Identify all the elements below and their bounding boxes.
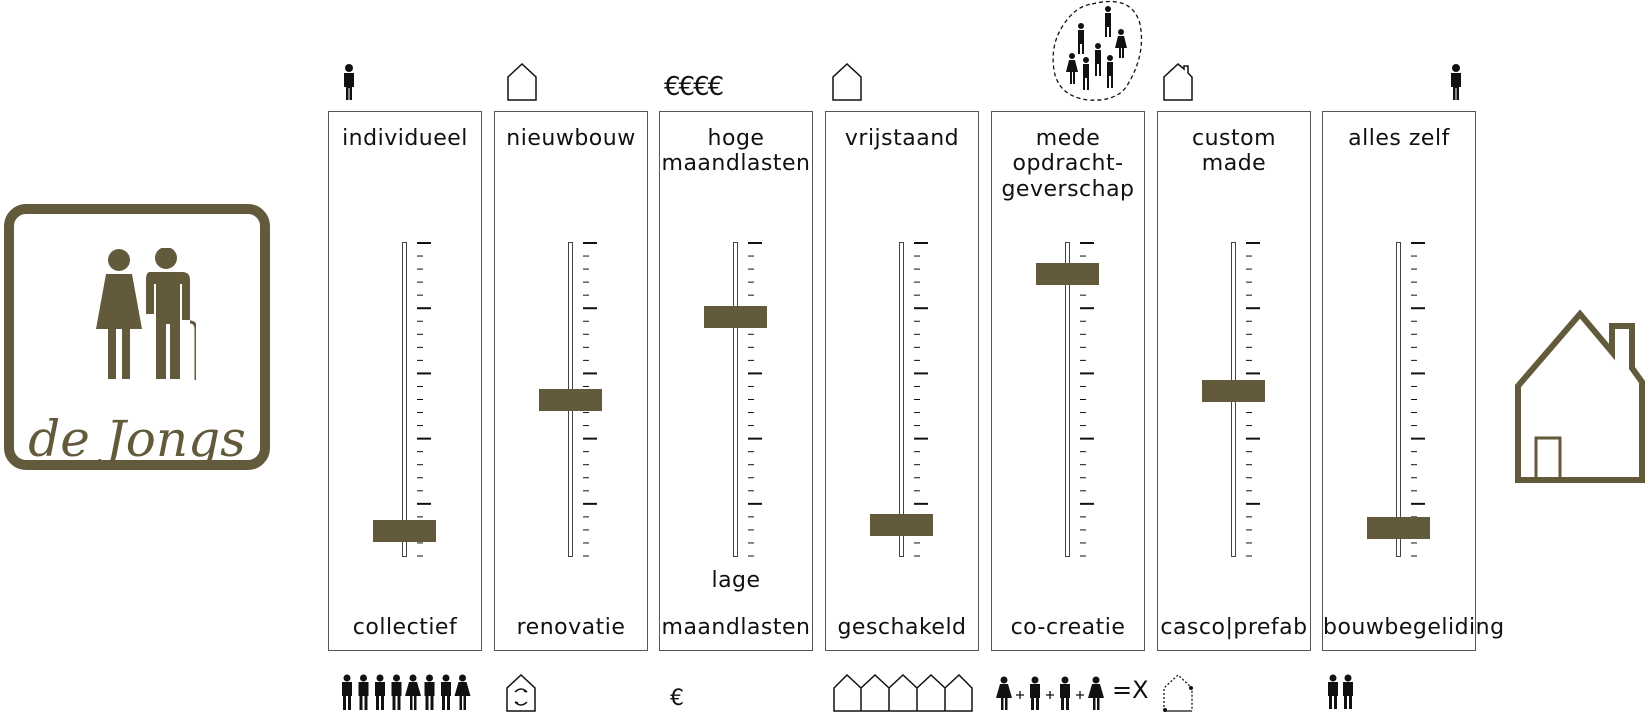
top-label: alles zelf <box>1348 126 1450 151</box>
crowd-person <box>405 674 421 710</box>
persona-card: de Jongs <box>4 204 270 470</box>
top-label: custom made <box>1191 126 1277 177</box>
euro-single-icon: € <box>670 686 684 711</box>
house-outline-icon <box>507 63 537 101</box>
house-chimney-icon <box>1163 63 1193 101</box>
slider-knob[interactable] <box>539 388 602 411</box>
slider-column-alleszelf: alles zelf bouwbegeliding <box>1322 111 1505 651</box>
top-label: hoge maandlasten <box>661 126 811 177</box>
slider-scale <box>1246 242 1260 557</box>
slider-column-nieuwbouw: nieuwbouw renovatie <box>494 111 648 651</box>
equals-x-text: =X <box>1112 676 1149 704</box>
bottom-label: casco|prefab <box>1160 614 1308 640</box>
crowd-person <box>342 674 352 710</box>
top-label: individueel <box>342 126 468 151</box>
slider-knob[interactable] <box>1036 262 1099 285</box>
slider-track[interactable] <box>733 242 738 557</box>
top-label: vrijstaand <box>844 126 960 151</box>
slider-scale <box>1411 242 1425 557</box>
euro-many-icon: €€€€ <box>664 72 724 102</box>
crowd-row-icon <box>342 674 471 710</box>
slider-scale <box>914 242 928 557</box>
slider-track[interactable] <box>402 242 407 557</box>
slider-knob[interactable] <box>870 514 933 537</box>
bottom-label: bouwbegeliding <box>1323 614 1505 640</box>
crowd-person <box>424 674 435 710</box>
bottom-label: maandlasten <box>661 614 811 640</box>
slider-knob[interactable] <box>1202 379 1265 402</box>
slider-track[interactable] <box>1396 242 1401 557</box>
slider-scale <box>583 242 597 557</box>
house-renovate-icon <box>506 674 536 712</box>
slider-scale <box>748 242 762 557</box>
single-person-icon <box>344 64 354 100</box>
slider-column-vrijstaand: vrijstaand geschakeld <box>825 111 979 651</box>
slider-column-mede: mede opdracht- geverschap co-creatie <box>991 111 1145 651</box>
row-houses-icon <box>833 674 973 712</box>
persona-name: de Jongs <box>28 410 246 468</box>
group-cluster-icon <box>1052 0 1143 101</box>
bottom-label: collectief <box>352 614 458 640</box>
slider-knob[interactable] <box>373 520 436 543</box>
top-label: mede opdracht- geverschap <box>1001 126 1135 202</box>
slider-knob[interactable] <box>704 306 767 329</box>
people-sum-icon <box>996 676 1104 710</box>
crowd-person <box>441 674 451 710</box>
bottom-label: co-creatie <box>1010 614 1126 640</box>
slider-knob[interactable] <box>1367 517 1430 540</box>
elderly-couple-icon <box>96 248 196 380</box>
two-persons-icon <box>1328 674 1353 709</box>
bottom-label: geschakeld <box>837 614 967 640</box>
mid-label: lage <box>711 568 761 593</box>
crowd-person <box>391 674 402 710</box>
slider-column-maandlasten: hoge maandlasten lage maandlasten <box>659 111 813 651</box>
slider-column-custom: custom made casco|prefab <box>1157 111 1311 651</box>
house-outline-icon <box>832 63 862 101</box>
slider-scale <box>417 242 431 557</box>
top-label: nieuwbouw <box>506 126 636 151</box>
bottom-label: renovatie <box>516 614 626 640</box>
crowd-person <box>375 674 385 710</box>
single-person-icon <box>1451 64 1461 100</box>
crowd-person <box>358 674 369 710</box>
large-house-icon <box>1515 309 1645 483</box>
house-frame-icon <box>1163 674 1193 712</box>
slider-track[interactable] <box>1065 242 1070 557</box>
crowd-person <box>454 674 471 710</box>
slider-scale <box>1080 242 1094 557</box>
slider-track[interactable] <box>899 242 904 557</box>
slider-column-individueel: individueel collectief <box>328 111 482 651</box>
